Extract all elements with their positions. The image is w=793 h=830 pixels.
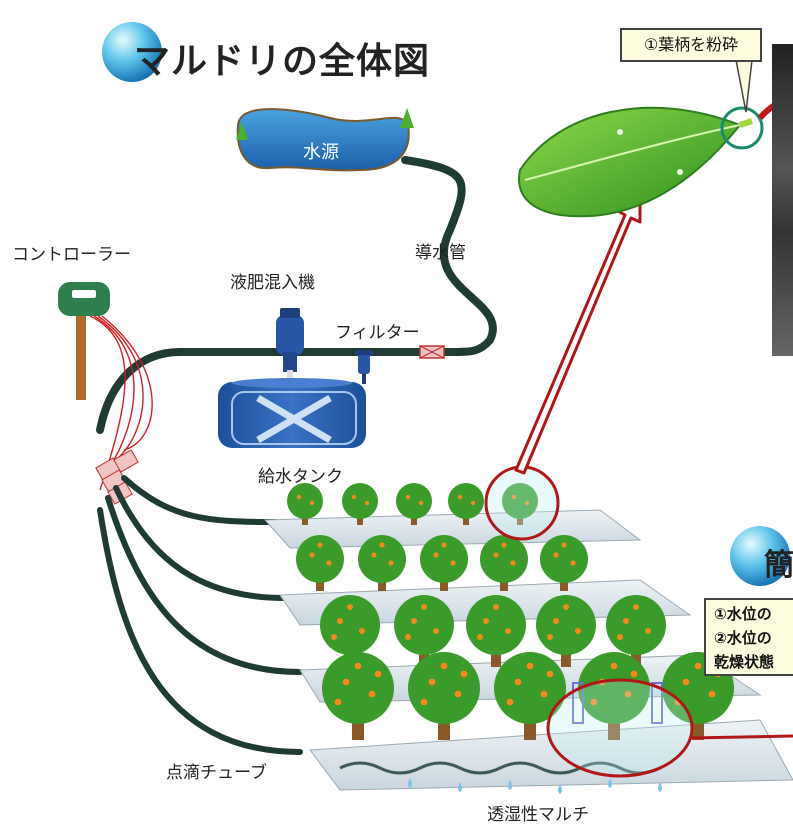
- label-fertilizer-mixer: 液肥混入機: [230, 273, 315, 293]
- note-line-1: ①水位の: [714, 605, 772, 623]
- petiole-highlight: [720, 106, 764, 150]
- water-source-icon: [236, 108, 414, 172]
- water-drops: [408, 778, 662, 794]
- photo-thumbnail: [772, 44, 793, 356]
- label-water-source: 水源: [303, 142, 339, 163]
- callout-pointer: [735, 59, 753, 113]
- conduit-pipe: [96, 156, 497, 434]
- water-gauge-icon: [572, 682, 584, 724]
- side-bubble-icon: [730, 526, 790, 586]
- note-line-2: ②水位の: [714, 629, 772, 647]
- supply-tank-icon: [218, 378, 366, 448]
- water-gauge-icon: [651, 682, 663, 724]
- highlight-ellipse: [546, 678, 694, 778]
- label-drip-tube: 点滴チューブ: [166, 763, 267, 783]
- label-controller: コントローラー: [12, 245, 131, 265]
- drip-tubes: [97, 475, 303, 755]
- title-bubble-icon: [102, 22, 162, 82]
- tree-row-2: [296, 535, 588, 591]
- title-area: マルドリの全体図: [100, 18, 440, 98]
- fertilizer-mixer-icon: [276, 308, 304, 382]
- zoom-arrow-icon: [514, 188, 642, 475]
- page-title: マルドリの全体図: [134, 41, 431, 82]
- highlight-circle: [484, 465, 560, 541]
- label-mulch: 透湿性マルチ: [487, 805, 589, 825]
- label-filter: フィルター: [335, 323, 420, 343]
- callout-box: ①葉柄を粉砕: [620, 28, 762, 62]
- controller-wires: [89, 315, 153, 491]
- section-title: 簡: [764, 548, 793, 583]
- tree-row-1: [287, 483, 538, 525]
- zoom-line: [689, 734, 793, 740]
- note-line-3: 乾燥状態: [714, 653, 775, 671]
- filter-icon: [355, 350, 373, 384]
- leaf-icon: [518, 106, 753, 218]
- label-conduit: 導水管: [415, 243, 466, 263]
- tree-row-3: [320, 595, 666, 667]
- tree-row-4: [322, 652, 734, 740]
- controller-icon: [58, 282, 110, 400]
- label-supply-tank: 給水タンク: [258, 467, 343, 487]
- note-box: ①水位の ②水位の 乾燥状態: [704, 598, 793, 676]
